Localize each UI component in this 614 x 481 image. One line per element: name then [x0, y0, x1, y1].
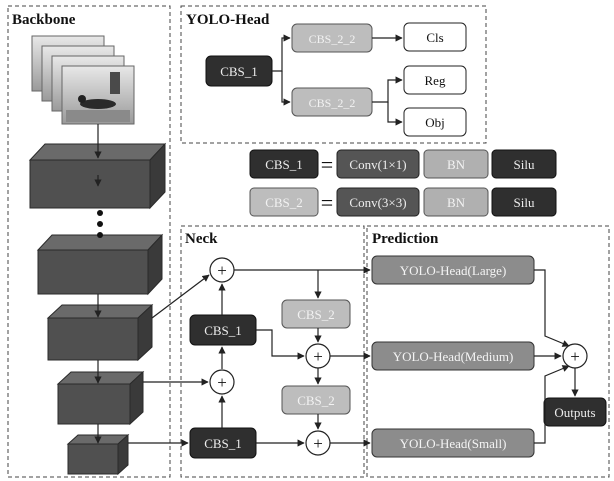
neck-cbs1-upper-label: CBS_1	[204, 323, 242, 338]
legend-conv3x3-label: Conv(3×3)	[349, 195, 406, 210]
head-reg-label: Reg	[425, 73, 446, 88]
pred-plus-sign: +	[570, 347, 580, 366]
arrow-small-to-pred-plus	[534, 365, 570, 444]
pred-head-small-label: YOLO-Head(Small)	[400, 436, 507, 451]
pred-plus-node: +	[562, 343, 588, 369]
head-obj-label: Obj	[425, 115, 445, 130]
pred-outputs-label: Outputs	[554, 405, 595, 420]
prediction-frame	[366, 225, 610, 478]
neck-plus-top-sign: +	[217, 261, 227, 280]
neck-cbs2-upper-box	[281, 299, 351, 329]
legend-row1-equals: =	[321, 152, 333, 177]
legend-cbs1-label: CBS_1	[265, 157, 303, 172]
arrow-cube3-to-neck-top-plus	[151, 274, 210, 319]
head-frame	[180, 5, 487, 144]
head-cbs1-label: CBS_1	[220, 64, 258, 79]
head-cbs2-top-label: CBS_2_2	[309, 32, 356, 46]
legend-bn1-box	[423, 149, 489, 179]
legend-conv1x1-label: Conv(1×1)	[349, 157, 406, 172]
head-cls-box	[403, 22, 467, 52]
legend-cbs1-box	[249, 149, 319, 179]
neck-plus-node-right-upper: +	[305, 343, 331, 369]
pred-head-medium-label: YOLO-Head(Medium)	[393, 349, 514, 364]
backbone-cube-3	[46, 303, 154, 362]
neck-frame	[180, 225, 365, 478]
legend-silu2-label: Silu	[514, 195, 535, 210]
arrow-large-to-pred-plus	[534, 269, 570, 347]
legend-bn2-label: BN	[447, 195, 466, 210]
legend-conv1x1-box	[336, 149, 420, 179]
head-cls-label: Cls	[426, 30, 443, 45]
head-title: YOLO-Head	[186, 12, 270, 28]
head-reg-box	[403, 65, 467, 95]
neck-cbs2-lower-label: CBS_2	[297, 393, 335, 408]
neck-cbs2-upper-label: CBS_2	[297, 307, 335, 322]
pred-head-large-label: YOLO-Head(Large)	[400, 263, 507, 278]
legend-silu1-box	[491, 149, 557, 179]
legend-cbs2-label: CBS_2	[265, 195, 303, 210]
input-image-stack	[31, 35, 135, 125]
legend-silu1-label: Silu	[514, 157, 535, 172]
neck-cbs2-lower-box	[281, 385, 351, 415]
backbone-cube-4	[56, 370, 145, 426]
legend-cbs2-box	[249, 187, 319, 217]
legend-row2-equals: =	[321, 190, 333, 215]
input-image-figure	[66, 72, 130, 122]
backbone-title: Backbone	[12, 12, 76, 28]
legend-bn2-box	[423, 187, 489, 217]
neck-plus-mid-sign: +	[217, 373, 227, 392]
neck-plus-node-mid: +	[209, 369, 235, 395]
head-arrow-to-reg	[372, 76, 403, 103]
neck-plus-node-top: +	[209, 257, 235, 283]
neck-cbs1-lower-label: CBS_1	[204, 436, 242, 451]
head-obj-box	[403, 107, 467, 137]
prediction-title: Prediction	[372, 231, 439, 247]
neck-plus-node-right-lower: +	[305, 430, 331, 456]
legend-row-cbs2: CBS_2 = Conv(3×3) BN Silu	[249, 187, 557, 217]
pred-outputs-box	[543, 397, 607, 427]
arrow-cbs1-upper-to-right-plus	[256, 329, 305, 360]
legend-bn1-label: BN	[447, 157, 466, 172]
legend-silu2-box	[491, 187, 557, 217]
head-arrow-to-obj	[387, 102, 403, 126]
neck-plus-right-upper-sign: +	[313, 347, 323, 366]
head-arrow-to-cbs2-bottom	[281, 71, 291, 106]
backbone-frame	[7, 5, 171, 478]
legend-row-cbs1: CBS_1 = Conv(1×1) BN Silu	[249, 149, 557, 179]
neck-title: Neck	[185, 231, 218, 247]
backbone-cube-2	[36, 233, 164, 296]
legend-conv3x3-box	[336, 187, 420, 217]
head-cbs2-bottom-label: CBS_2_2	[309, 96, 356, 110]
neck-plus-right-lower-sign: +	[313, 434, 323, 453]
head-arrow-to-cbs2-top	[272, 34, 291, 72]
ellipsis-dots	[97, 210, 103, 238]
